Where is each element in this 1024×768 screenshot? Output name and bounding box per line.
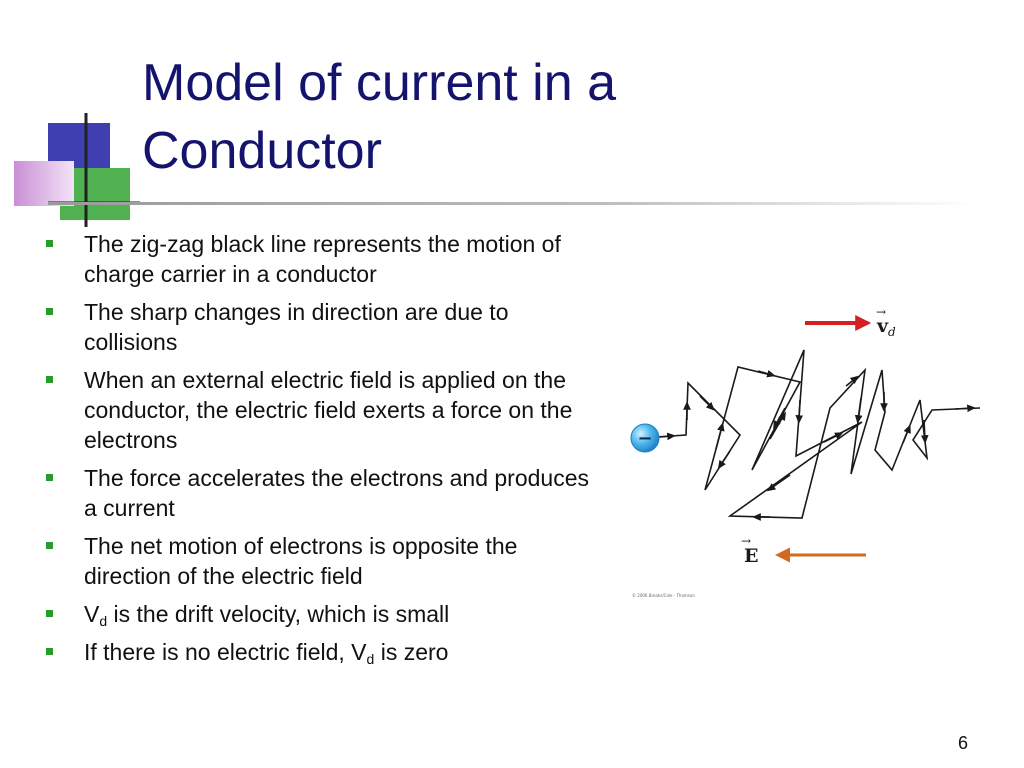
figure-copyright: © 2006 Brooks/Cole - Thomson [632, 593, 695, 598]
bullet-item: The sharp changes in direction are due t… [46, 297, 591, 357]
bullet-text: The force accelerates the electrons and … [84, 465, 590, 521]
path-arrow-icon [823, 432, 844, 443]
bullet-item: The zig-zag black line represents the mo… [46, 229, 591, 289]
field-vector-arrow-icon: → [741, 534, 751, 548]
bullet-list: The zig-zag black line represents the mo… [46, 229, 591, 675]
path-direction-arrows [659, 369, 976, 521]
path-arrow-icon [920, 419, 929, 444]
bullet-square-icon [46, 308, 53, 315]
path-arrow-icon [715, 422, 725, 450]
bullet-text: When an external electric field is appli… [84, 367, 573, 453]
path-arrow-icon [766, 474, 791, 492]
bullet-subscript: d [366, 651, 375, 667]
bullet-square-icon [46, 610, 53, 617]
bullet-text: The zig-zag black line represents the mo… [84, 231, 561, 287]
bullet-item: If there is no electric field, Vd is zer… [46, 637, 591, 667]
velocity-label: vd [876, 315, 896, 339]
bullet-text-post: is the drift velocity, which is small [107, 601, 450, 627]
bullet-item: Vd is the drift velocity, which is small [46, 599, 591, 629]
bullet-subscript: d [99, 613, 108, 629]
bullet-item: The force accelerates the electrons and … [46, 463, 591, 523]
path-arrow-icon [902, 424, 911, 444]
path-arrow-icon [717, 450, 731, 470]
drift-velocity-figure: → vd − → E © 2006 Brooks/Cole - Thomson [630, 305, 981, 598]
bullet-item: When an external electric field is appli… [46, 365, 591, 455]
path-arrow-icon [954, 404, 976, 413]
velocity-label-main: v [876, 315, 889, 337]
bullet-square-icon [46, 542, 53, 549]
bullet-square-icon [46, 474, 53, 481]
bullet-text-pre: If there is no electric field, V [84, 639, 367, 665]
bullet-square-icon [46, 648, 53, 655]
electron [630, 423, 660, 453]
path-arrow-icon [769, 411, 786, 440]
velocity-vector-arrow-icon: → [876, 305, 886, 319]
bullet-square-icon [46, 240, 53, 247]
path-arrow-icon [795, 399, 804, 424]
velocity-label-sub: d [888, 325, 896, 339]
bullet-text-pre: V [84, 601, 100, 627]
path-arrow-icon [757, 369, 776, 378]
title-divider [48, 202, 978, 205]
path-arrow-icon [845, 375, 859, 387]
field-label: E [744, 545, 758, 567]
deco-pink-square [14, 161, 74, 206]
zigzag-path [655, 349, 981, 519]
page-number: 6 [957, 733, 968, 753]
path-arrow-icon [659, 432, 676, 441]
path-arrow-icon [699, 395, 715, 411]
electron-charge-label: − [637, 428, 652, 449]
bullet-item: The net motion of electrons is opposite … [46, 531, 591, 591]
corner-decoration [14, 113, 140, 227]
bullet-text: The sharp changes in direction are due t… [84, 299, 509, 355]
bullet-square-icon [46, 376, 53, 383]
path-arrow-icon [854, 397, 863, 424]
slide-title: Model of current in a Conductor [142, 50, 902, 185]
title-line-2: Conductor [142, 121, 382, 180]
title-line-1: Model of current in a [142, 54, 617, 112]
bullet-text-post: is zero [374, 639, 449, 665]
bullet-text: The net motion of electrons is opposite … [84, 533, 518, 589]
